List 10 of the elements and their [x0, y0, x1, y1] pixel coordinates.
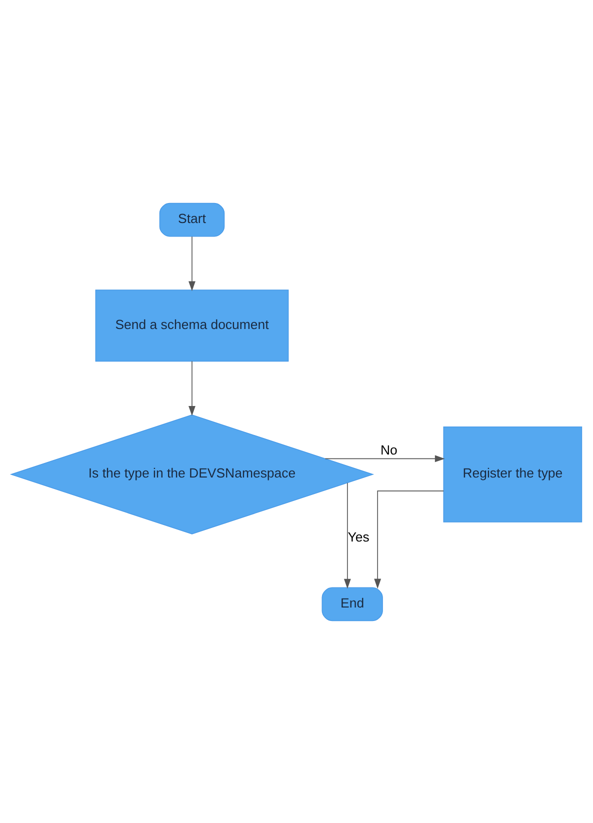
arrow	[324, 454, 445, 462]
arrow	[188, 236, 196, 291]
arrow	[188, 360, 196, 416]
node-box: Send a schema document	[95, 289, 289, 362]
edge-label: No	[380, 442, 398, 457]
arrow	[374, 490, 444, 588]
node-box: End	[322, 586, 383, 621]
node-box: Start	[159, 202, 225, 236]
arrow	[344, 482, 351, 588]
node-box: Register the type	[443, 426, 582, 522]
